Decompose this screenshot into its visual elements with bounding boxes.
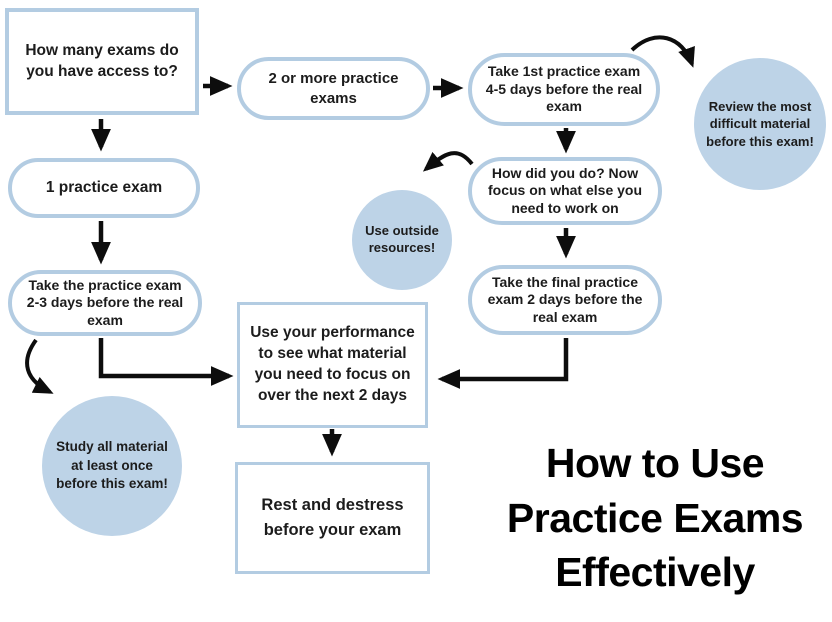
node-study-all-material-label: Study all material at least once before … (56, 438, 168, 492)
node-take-final-exam-label: Take the final practice exam 2 days befo… (487, 273, 643, 325)
node-take-first-exam-label: Take 1st practice exam 4-5 days before t… (485, 63, 643, 115)
node-outside-resources-label: Use outside resources! (365, 223, 439, 255)
node-take-practice-exam-label: Take the practice exam 2-3 days before t… (26, 276, 184, 328)
node-take-practice-exam: Take the practice exam 2-3 days before t… (8, 270, 202, 336)
arrow-takepractice-to-useperf (98, 338, 234, 386)
node-rest-destress-label: Rest and destress before your exam (261, 496, 404, 539)
node-use-performance-label: Use your performance to see what materia… (250, 324, 415, 404)
node-how-did-you-do-label: How did you do? Now focus on what else y… (487, 164, 643, 216)
node-two-or-more-exams: 2 or more practice exams (237, 57, 430, 120)
node-one-practice-exam-label: 1 practice exam (45, 178, 163, 196)
node-review-material-label: Review the most difficult material befor… (706, 98, 814, 149)
node-how-many-exams-label: How many exams do you have access to? (25, 42, 179, 80)
node-study-all-material: Study all material at least once before … (42, 396, 182, 536)
node-outside-resources: Use outside resources! (352, 190, 452, 290)
node-rest-destress: Rest and destress before your exam (235, 462, 430, 574)
node-take-final-exam: Take the final practice exam 2 days befo… (468, 265, 662, 335)
poster-title-line-1: How to Use (545, 440, 765, 486)
node-two-or-more-exams-label: 2 or more practice exams (268, 70, 399, 107)
node-how-many-exams: How many exams do you have access to? (5, 8, 199, 115)
node-one-practice-exam: 1 practice exam (8, 158, 200, 218)
arrow-takefinal-to-useperf (437, 338, 569, 389)
node-review-material: Review the most difficult material befor… (694, 58, 826, 190)
poster-title: How to Use Practice Exams Effectively (478, 436, 832, 600)
poster-title-line-3: Effectively (555, 549, 755, 596)
node-how-did-you-do: How did you do? Now focus on what else y… (468, 157, 662, 225)
poster-title-line-2: Practice Exams (506, 494, 804, 541)
arrow-takepractice-to-studyall (25, 338, 54, 394)
node-use-performance: Use your performance to see what materia… (237, 302, 428, 428)
arrow-howdid-to-outside (422, 151, 474, 172)
node-take-first-exam: Take 1st practice exam 4-5 days before t… (468, 53, 660, 126)
